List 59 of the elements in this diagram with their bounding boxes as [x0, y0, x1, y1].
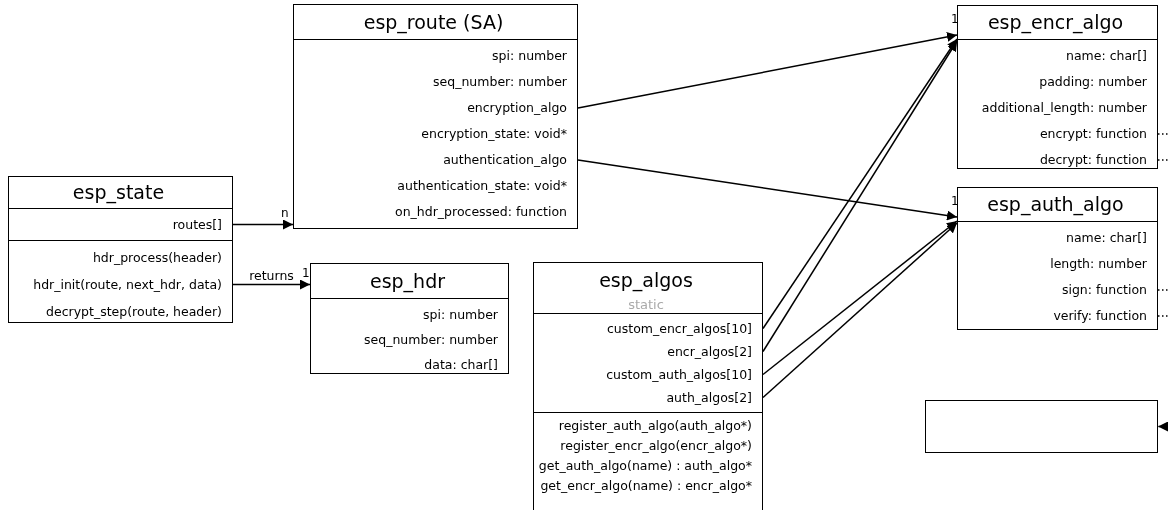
field-text: encryption_algo — [467, 99, 567, 117]
class-box — [293, 4, 578, 229]
stereotype-label: static — [628, 297, 664, 313]
dotted-connector — [1157, 289, 1168, 291]
association-arrow — [232, 279, 311, 290]
field-text: encrypt: function — [1039, 125, 1147, 143]
method-text: get_encr_algo(name) : encr_algo* — [540, 477, 752, 495]
class-box — [957, 187, 1158, 330]
field-text: data: char[] — [424, 356, 498, 374]
method-text: decrypt_step(route, header) — [46, 303, 222, 321]
field-text: on_hdr_processed: function — [395, 203, 567, 221]
field-text: name: char[] — [1066, 229, 1147, 247]
class-box — [533, 262, 763, 510]
field-text: routes[] — [172, 216, 222, 234]
field-text: padding: number — [1039, 73, 1147, 91]
method-text: register_encr_algo(encr_algo*) — [560, 437, 752, 455]
class-name: esp_auth_algo — [987, 192, 1124, 218]
field-text: authentication_state: void* — [397, 177, 567, 195]
multiplicity-label: 1 — [951, 194, 959, 208]
field-text: seq_number: number — [364, 331, 498, 349]
association-arrow — [232, 219, 294, 230]
class-box — [957, 5, 1158, 169]
method-text: register_auth_algo(auth_algo*) — [558, 417, 752, 435]
dotted-connector — [1157, 315, 1168, 317]
dotted-connector — [1157, 133, 1168, 135]
class-box — [310, 263, 509, 374]
multiplicity-label: n — [281, 206, 289, 220]
class-name: esp_state — [72, 180, 165, 206]
field-text: encryption_state: void* — [421, 125, 567, 143]
field-text: verify: function — [1053, 307, 1147, 325]
multiplicity-label: 1 — [302, 266, 310, 280]
field-text: name: char[] — [1066, 47, 1147, 65]
class-name: esp_route (SA) — [363, 10, 504, 36]
association-arrow — [577, 159, 958, 221]
field-text: spi: number — [423, 306, 498, 324]
field-text: auth_algos[2] — [666, 389, 752, 407]
field-text: authentication_algo — [443, 151, 567, 169]
field-text: seq_number: number — [433, 73, 567, 91]
class-box — [8, 176, 233, 323]
field-text: encr_algos[2] — [667, 343, 752, 361]
field-text: decrypt: function — [1039, 151, 1147, 169]
method-text: get_auth_algo(name) : auth_algo* — [538, 457, 752, 475]
method-text: hdr_init(route, next_hdr, data) — [33, 276, 222, 294]
dotted-connector — [1157, 421, 1168, 432]
multiplicity-label: 1 — [951, 12, 959, 26]
class-name: esp_algos — [599, 268, 693, 294]
field-text: custom_auth_algos[10] — [606, 366, 752, 384]
field-text: length: number — [1050, 255, 1147, 273]
field-text: spi: number — [492, 47, 567, 65]
field-text: sign: function — [1061, 281, 1147, 299]
field-text: additional_length: number — [981, 99, 1147, 117]
dotted-connector — [1157, 159, 1168, 161]
class-box — [925, 400, 1158, 453]
class-name: esp_encr_algo — [987, 10, 1124, 36]
field-text: custom_encr_algos[10] — [606, 320, 752, 338]
association-arrow — [577, 32, 958, 109]
edge-label: returns — [249, 268, 294, 283]
class-name: esp_hdr — [369, 269, 446, 295]
method-text: hdr_process(header) — [92, 249, 222, 267]
